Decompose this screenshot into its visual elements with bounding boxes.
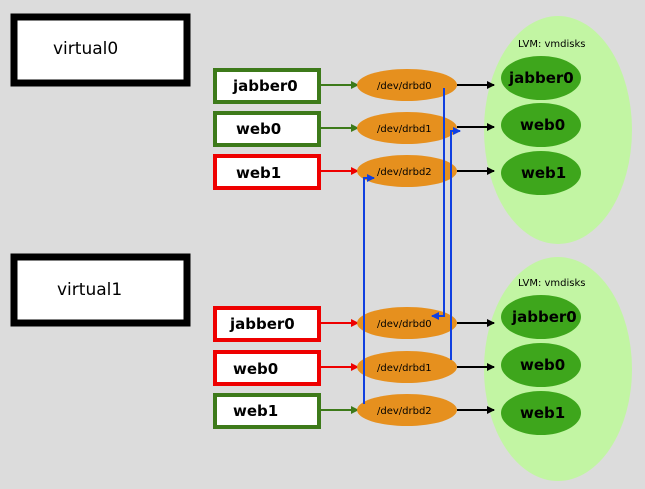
vm-label: jabber0 [232, 77, 298, 95]
vm-box [213, 306, 321, 342]
host-box [10, 13, 191, 87]
row-web0: web0 /dev/drbd1 web0 [213, 103, 581, 147]
row-web1: web1 /dev/drbd2 web1 [213, 151, 581, 195]
host-virtual1: virtual1 LVM: vmdisks jabber0 /dev/drbd0… [10, 253, 632, 481]
vm-box [213, 111, 321, 147]
logical-volume [501, 391, 581, 435]
drbd-device [357, 351, 457, 383]
lv-label: jabber0 [511, 308, 577, 326]
host-box [10, 253, 191, 327]
vm-label: web0 [233, 360, 278, 378]
vm-label: web1 [236, 164, 281, 182]
logical-volume [501, 343, 581, 387]
host-name: virtual0 [53, 39, 118, 59]
host-name: virtual1 [57, 280, 122, 300]
logical-volume [501, 103, 581, 147]
vm-label: web0 [236, 120, 281, 138]
vm-box [213, 68, 321, 104]
vm-label: jabber0 [229, 315, 295, 333]
vm-label: web1 [233, 402, 278, 420]
replication-line-drbd1 [450, 127, 461, 360]
vm-box [213, 154, 321, 190]
row-jabber0: jabber0 /dev/drbd0 jabber0 [213, 56, 581, 104]
replication-line-drbd0 [431, 88, 445, 320]
replication-links [363, 88, 461, 404]
drbd-label: /dev/drbd1 [377, 363, 432, 374]
volume-group-label: LVM: vmdisks [518, 39, 586, 50]
vm-box [213, 350, 321, 386]
drbd-label: /dev/drbd2 [377, 406, 432, 417]
host-virtual0: virtual0 LVM: vmdisks jabber0 /dev/drbd0… [10, 13, 632, 244]
drbd-device [357, 112, 457, 144]
logical-volume [501, 56, 581, 100]
lv-label: web0 [520, 356, 565, 374]
drbd-label: /dev/drbd2 [377, 167, 432, 178]
lv-label: jabber0 [508, 69, 574, 87]
vm-box [213, 393, 321, 429]
replication-line-drbd2 [363, 174, 375, 404]
drbd-label: /dev/drbd0 [377, 81, 432, 92]
row-web0: web0 /dev/drbd1 web0 [213, 343, 581, 387]
volume-group-label: LVM: vmdisks [518, 278, 586, 289]
drbd-device [357, 394, 457, 426]
lv-label: web1 [520, 404, 565, 422]
drbd-label: /dev/drbd1 [377, 124, 432, 135]
drbd-device [357, 69, 457, 101]
row-web1: web1 /dev/drbd2 web1 [213, 391, 581, 435]
drbd-device [357, 155, 457, 187]
drbd-label: /dev/drbd0 [377, 319, 432, 330]
lv-label: web0 [520, 116, 565, 134]
row-jabber0: jabber0 /dev/drbd0 jabber0 [213, 295, 581, 342]
logical-volume [501, 295, 581, 339]
logical-volume [501, 151, 581, 195]
lv-label: web1 [521, 164, 566, 182]
